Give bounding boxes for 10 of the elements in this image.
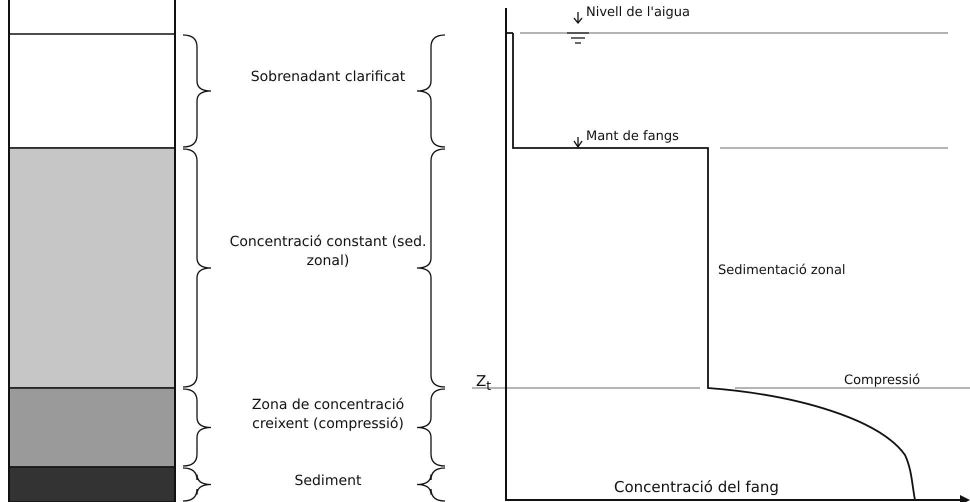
axis-title: Concentració del fang [614,477,779,498]
zone-label: Sobrenadant clarificat [250,68,406,87]
axis-label: Z$_{t}$ [476,371,492,395]
zone-label: Compressió [844,372,920,390]
zone-label: Concentració constant (sed. zonal) [228,233,428,271]
level-label: Nivell de l'aigua [586,4,690,22]
zone-label: Sedimentació zonal [718,262,846,280]
zone-label: Sediment [294,472,362,491]
zone-label: Zona de concentració creixent (compressió) [250,396,406,434]
level-label: Mant de fangs [586,128,679,146]
